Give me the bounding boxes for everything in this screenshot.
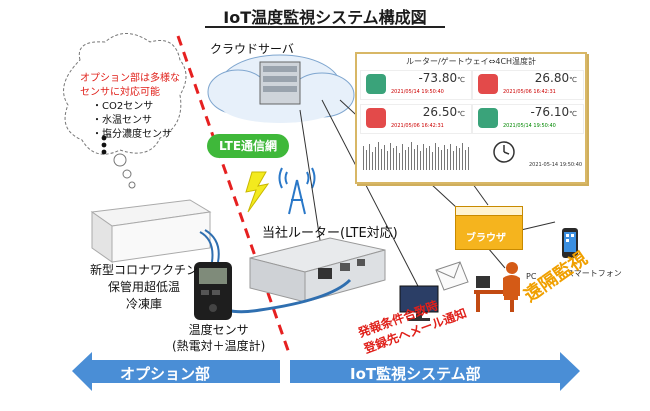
thermometer-icon — [478, 108, 498, 128]
temperature-sensor-device — [194, 262, 232, 320]
dashboard-panel: ルーター/ゲートウェイ⇔4CH温度計 -73.80℃ 2021/05/14 19… — [355, 52, 587, 184]
freezer-icon — [90, 199, 212, 263]
line-cloud-monitor — [321, 99, 421, 291]
option-note-item: ・水温センサ — [92, 115, 152, 126]
page-title: IoT温度監視システム構成図 — [223, 8, 427, 27]
temperature-value: -73.80℃ — [418, 71, 465, 85]
temperature-tile: -76.10℃ 2021/05/14 19:50:40 — [472, 104, 584, 134]
line-browser-phone — [520, 221, 556, 231]
sensor-label-line2: (熱電対＋温度計) — [172, 339, 266, 353]
option-thought-bubble — [63, 33, 187, 189]
browser-titlebar — [456, 207, 522, 216]
iot-arrow — [290, 352, 580, 391]
line-dashboard-browser — [469, 179, 489, 206]
cloud-server-label: クラウドサーバ — [210, 42, 294, 56]
temperature-date: 2021/05/06 16:42:31 — [503, 89, 556, 95]
dashboard-last-update: 2021-05-14 19:50:40 — [529, 162, 583, 168]
smartphone-label: スマートフォン — [566, 269, 622, 278]
freezer-label: 新型コロナワクチン 保管用超低温 冷凍庫 — [90, 262, 198, 313]
option-note: オプション部は多様な センサに対応可能 ・CO2センサ ・水温センサ ・塩分濃度… — [80, 72, 180, 142]
temperature-value: 26.80℃ — [534, 71, 577, 85]
pc-label: PC — [526, 272, 537, 281]
temperature-value: 26.50℃ — [422, 105, 465, 119]
smartphone-icon — [562, 228, 578, 258]
temperature-date: 2021/05/14 19:50:40 — [391, 89, 444, 95]
option-note-item: ・CO2センサ — [92, 101, 154, 112]
sensor-label-line1: 温度センサ — [188, 323, 249, 337]
divider-line — [176, 35, 292, 357]
line-router-cloud — [299, 109, 321, 241]
lte-network-badge: LTE通信網 — [207, 134, 289, 158]
temperature-date: 2021/05/06 16:42:31 — [391, 123, 444, 129]
temperature-value: -76.10℃ — [530, 105, 577, 119]
iot-section-label: IoT監視システム部 — [350, 365, 481, 383]
option-note-line2: センサに対応可能 — [80, 87, 160, 98]
option-section-label: オプション部 — [120, 365, 211, 383]
monitor-icon — [399, 285, 439, 321]
thermometer-icon — [366, 108, 386, 128]
temperature-tile: 26.50℃ 2021/05/06 16:42:31 — [360, 104, 472, 134]
freezer-label-line2: 保管用超低温 — [108, 280, 181, 294]
line-browser-pc — [487, 247, 506, 269]
browser-window-icon: ブラウザ — [455, 206, 523, 250]
title-underline — [205, 26, 445, 28]
temperature-sparkline — [363, 142, 469, 170]
router-device — [249, 237, 386, 303]
temperature-tile: 26.80℃ 2021/05/06 16:42:31 — [472, 70, 584, 100]
option-note-line1: オプション部は多様な — [80, 73, 180, 84]
browser-label: ブラウザ — [466, 233, 506, 244]
clock-icon — [493, 141, 515, 163]
thermometer-icon — [366, 74, 386, 94]
router-label: 当社ルーター(LTE対応) — [262, 226, 398, 241]
dashboard-title: ルーター/ゲートウェイ⇔4CH温度計 — [405, 57, 537, 66]
lightning-icon — [245, 171, 270, 213]
antenna-tower-icon — [278, 167, 316, 215]
thermometer-icon — [478, 74, 498, 94]
option-arrow — [72, 352, 280, 391]
freezer-label-line1: 新型コロナワクチン — [90, 263, 199, 277]
option-note-item: ・塩分濃度センサ — [92, 129, 172, 140]
temperature-date: 2021/05/14 19:50:40 — [503, 123, 556, 129]
pc-user-icon — [474, 262, 520, 312]
temperature-tile: -73.80℃ 2021/05/14 19:50:40 — [360, 70, 472, 100]
sensor-label: 温度センサ (熱電対＋温度計) — [172, 322, 265, 354]
cloud-server-icon — [207, 54, 355, 123]
freezer-label-line3: 冷凍庫 — [126, 297, 163, 311]
envelope-icon — [435, 261, 469, 291]
